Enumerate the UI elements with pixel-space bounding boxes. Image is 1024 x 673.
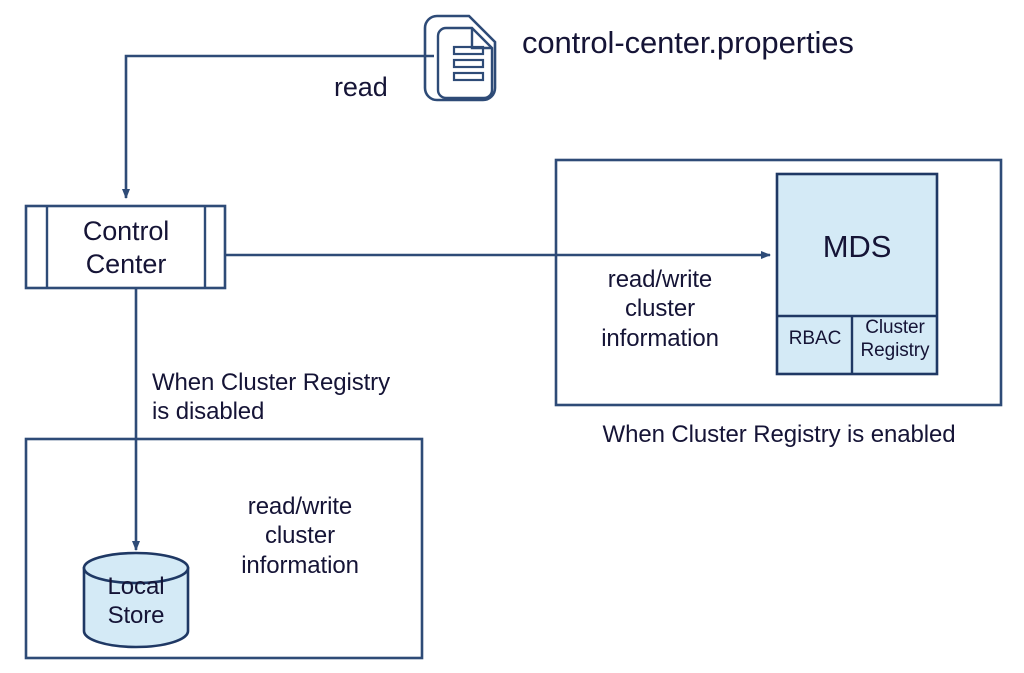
control-center-node[interactable] — [24, 204, 227, 290]
control-center-label: Control Center — [82, 216, 170, 279]
mds-label: MDS — [822, 229, 892, 264]
mds-subbox-rbac-label: RBAC — [788, 328, 842, 349]
group-enabled-caption: When Cluster Registry is enabled — [602, 421, 956, 448]
mds-subbox-cluster-registry-label: Cluster Registry — [860, 317, 930, 362]
group-enabled-container — [554, 158, 1003, 407]
edge-mds-rw-label: read/write cluster information — [601, 266, 719, 352]
edge-local-rw-label: read/write cluster information — [241, 493, 359, 579]
group-disabled-caption: When Cluster Registry is disabled — [152, 369, 390, 426]
mds-node[interactable] — [775, 172, 939, 376]
document-icon — [423, 14, 497, 102]
local-store-node[interactable] — [82, 551, 190, 649]
edge-read — [122, 54, 434, 199]
edge-read-label: read — [334, 72, 388, 102]
properties-file-label: control-center.properties — [522, 25, 854, 60]
group-disabled-container — [24, 437, 424, 660]
local-store-label: Local Store — [107, 573, 165, 630]
